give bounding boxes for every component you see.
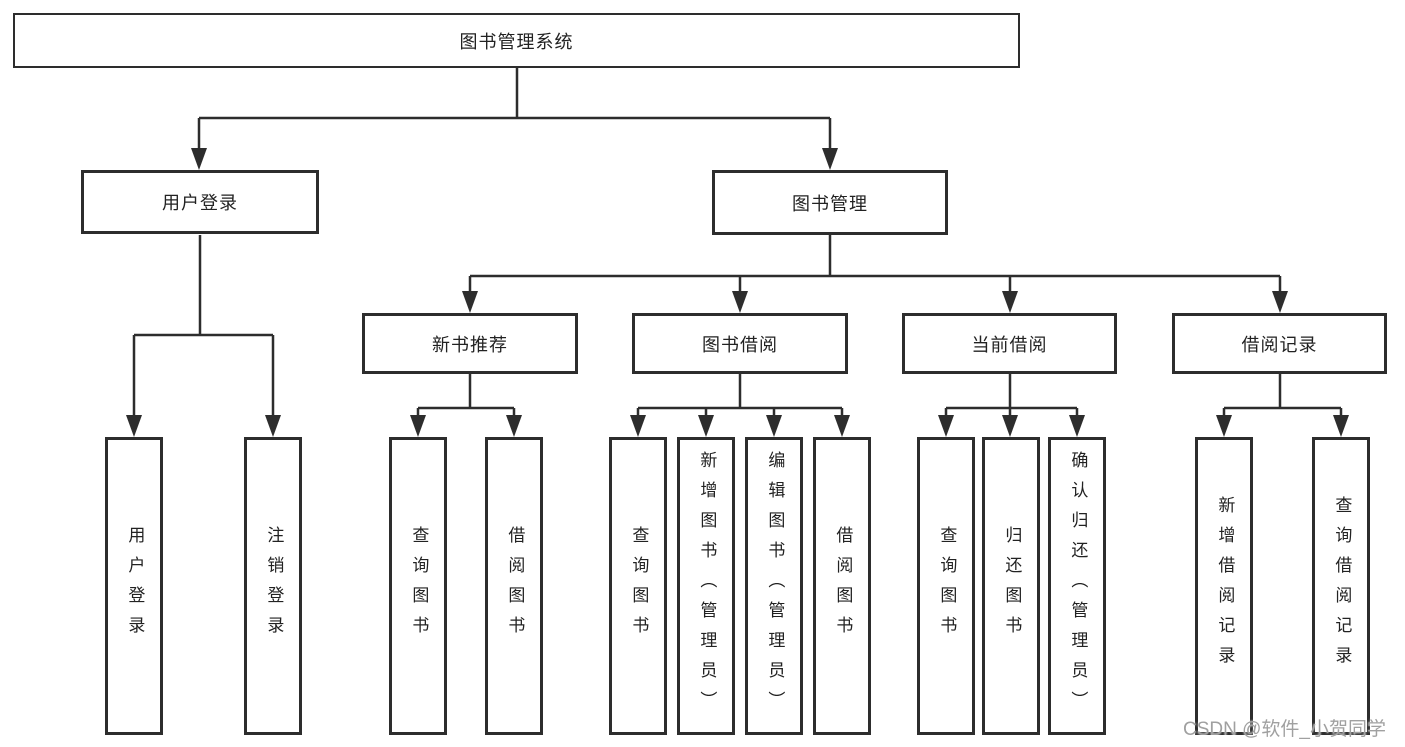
node-leaf-query-book-3: 查询图书 (917, 437, 975, 735)
node-label: 借阅图书 (505, 526, 525, 646)
node-borrowing-records: 借阅记录 (1172, 313, 1387, 374)
node-leaf-query-record: 查询借阅记录 (1312, 437, 1370, 735)
node-leaf-user-login: 用户登录 (105, 437, 163, 735)
node-label: 确认归还（管理员） (1068, 451, 1088, 721)
node-label: 图书借阅 (702, 334, 778, 355)
node-label: 查询图书 (629, 526, 649, 646)
node-leaf-return-book: 归还图书 (982, 437, 1040, 735)
node-label: 当前借阅 (971, 334, 1048, 355)
node-leaf-logout: 注销登录 (244, 437, 302, 735)
node-label: 查询借阅记录 (1332, 496, 1352, 676)
node-leaf-add-record: 新增借阅记录 (1195, 437, 1253, 735)
node-book-borrowing: 图书借阅 (632, 313, 848, 374)
node-leaf-edit-book: 编辑图书（管理员） (745, 437, 803, 735)
node-label: 用户登录 (162, 193, 238, 213)
node-leaf-add-book: 新增图书（管理员） (677, 437, 735, 735)
arrowheads (126, 148, 1349, 437)
node-label: 编辑图书（管理员） (765, 451, 785, 721)
node-label: 新书推荐 (432, 334, 508, 355)
node-leaf-borrow-book-2: 借阅图书 (813, 437, 871, 735)
node-label: 图书管理系统 (459, 31, 574, 52)
node-new-book-recommend: 新书推荐 (362, 313, 578, 374)
node-label: 用户登录 (125, 526, 145, 646)
node-root-system: 图书管理系统 (13, 13, 1020, 68)
node-label: 借阅记录 (1241, 334, 1318, 355)
node-leaf-query-book-1: 查询图书 (389, 437, 447, 735)
node-label: 借阅图书 (833, 526, 853, 646)
node-label: 新增图书（管理员） (697, 451, 717, 721)
node-leaf-borrow-book-1: 借阅图书 (485, 437, 543, 735)
node-leaf-confirm-return: 确认归还（管理员） (1048, 437, 1106, 735)
node-label: 归还图书 (1002, 526, 1022, 646)
node-book-management: 图书管理 (712, 170, 948, 235)
node-label: 图书管理 (792, 193, 868, 214)
tree-edges (132, 68, 1343, 416)
node-label: 查询图书 (937, 526, 957, 646)
node-current-borrowing: 当前借阅 (902, 313, 1117, 374)
node-leaf-query-book-2: 查询图书 (609, 437, 667, 735)
node-user-login: 用户登录 (81, 170, 319, 234)
watermark: CSDN @软件_小贺同学 (1183, 719, 1386, 740)
node-label: 查询图书 (409, 526, 429, 646)
node-label: 注销登录 (264, 526, 284, 646)
node-label: 新增借阅记录 (1215, 496, 1235, 676)
